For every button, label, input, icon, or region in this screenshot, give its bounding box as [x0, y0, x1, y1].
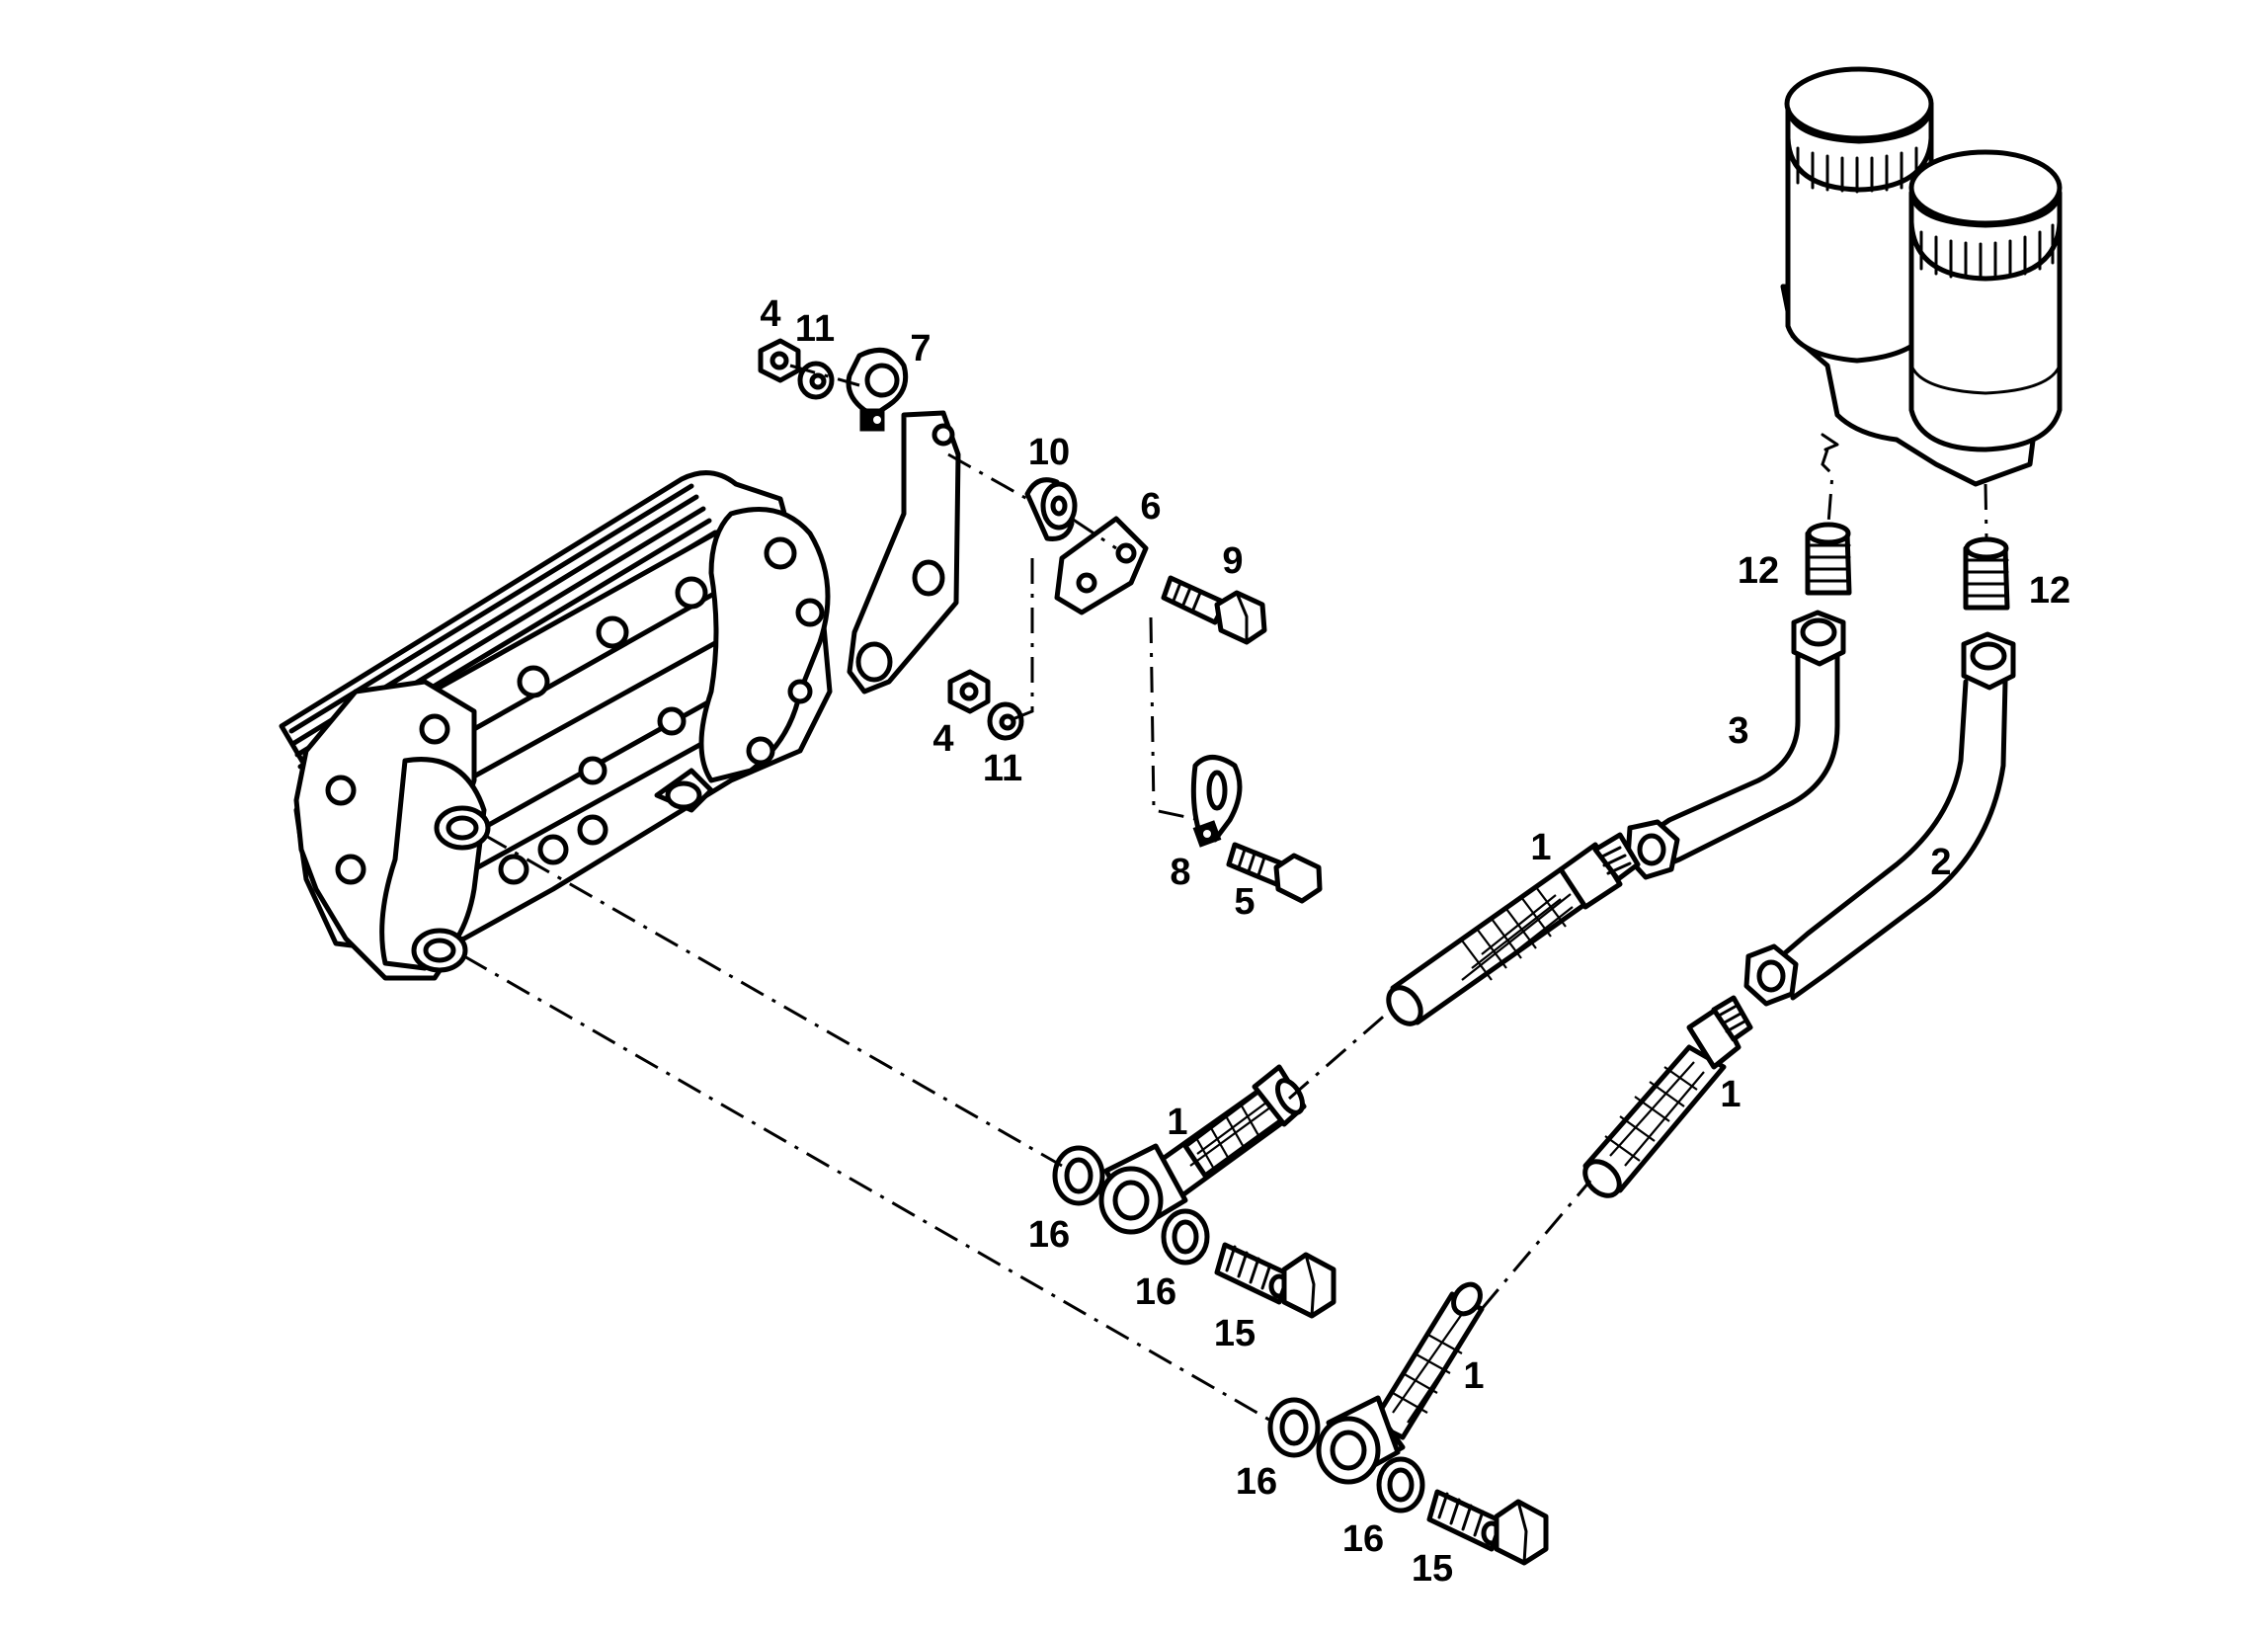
callout-6: 6	[1140, 486, 1161, 528]
twin-oil-filter	[1780, 66, 2063, 487]
callout-4-lower: 4	[932, 718, 953, 760]
washer-item-11-lower	[987, 701, 1024, 741]
callout-1-upper: 1	[1530, 827, 1551, 868]
callout-8: 8	[1170, 852, 1190, 893]
callout-11-top: 11	[795, 308, 835, 350]
bolt-item-5	[1226, 842, 1323, 904]
callout-16-b: 16	[1135, 1271, 1176, 1313]
hose-item-1-middle	[1098, 1064, 1307, 1235]
nut-item-4-top	[758, 338, 801, 383]
spacer-item-10	[1024, 477, 1078, 541]
mounting-bracket	[847, 410, 961, 695]
pipe-item-3	[1625, 610, 1846, 880]
clip-item-8	[1190, 755, 1243, 848]
callout-16-c: 16	[1236, 1461, 1277, 1503]
callout-12-right: 12	[2029, 570, 2070, 612]
clamp-item-7	[846, 347, 909, 432]
callout-labels: 4 11 7 10 6 9 4 11 8 5 12 12 3 2 1 1 1 1…	[760, 293, 2070, 1590]
assembly-leader-lines	[463, 364, 1988, 1425]
adapter-item-12-right	[1963, 536, 2010, 611]
seal-ring-16-a	[1052, 1145, 1105, 1206]
plate-item-6	[1054, 516, 1149, 615]
callout-1-right: 1	[1720, 1074, 1741, 1115]
oil-cooler-housing	[279, 470, 833, 981]
callout-7: 7	[910, 328, 931, 369]
callout-10: 10	[1028, 432, 1070, 473]
seal-ring-16-d	[1376, 1456, 1425, 1513]
banjo-bolt-15-a	[1214, 1242, 1336, 1319]
callout-16-a: 16	[1028, 1214, 1070, 1256]
bolt-item-9	[1161, 575, 1267, 645]
nut-item-4-lower	[947, 669, 991, 714]
callout-5: 5	[1234, 881, 1255, 923]
callout-3: 3	[1728, 710, 1748, 752]
callout-11-lower: 11	[983, 748, 1022, 789]
pipe-item-2	[1743, 631, 2016, 1007]
callout-1-lower: 1	[1463, 1355, 1484, 1397]
callout-16-d: 16	[1342, 1518, 1384, 1560]
callout-15-b: 15	[1412, 1548, 1453, 1590]
banjo-bolt-15-b	[1426, 1489, 1549, 1566]
callout-9: 9	[1222, 540, 1243, 582]
adapter-item-12-left	[1805, 522, 1852, 596]
seal-ring-16-b	[1161, 1208, 1210, 1266]
hose-item-1-upper	[1386, 832, 1641, 1026]
callout-4-top: 4	[760, 293, 780, 335]
callout-12-left: 12	[1738, 550, 1779, 592]
callout-2: 2	[1930, 842, 1951, 883]
callout-1-middle: 1	[1167, 1102, 1187, 1143]
hose-item-1-lower	[1316, 1281, 1485, 1485]
callout-15-a: 15	[1214, 1313, 1256, 1354]
hose-item-1-right	[1582, 995, 1753, 1198]
seal-ring-16-c	[1267, 1397, 1321, 1458]
